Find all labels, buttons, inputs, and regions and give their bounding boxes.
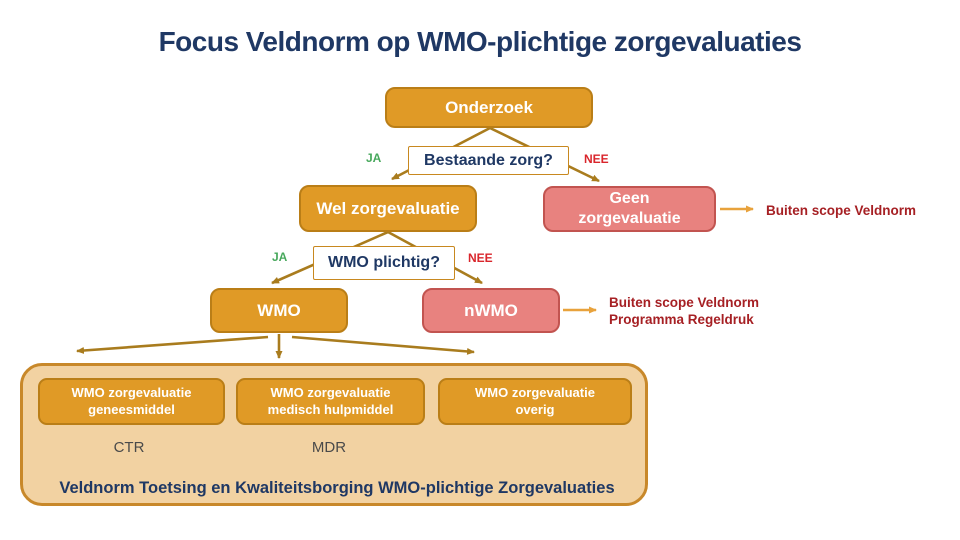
node-geen-zorgevaluatie: Geen zorgevaluatie: [543, 186, 716, 232]
node-wmo-geneesmiddel: WMO zorgevaluatie geneesmiddel: [38, 378, 225, 425]
annotation-buiten-scope-1: Buiten scope Veldnorm: [766, 203, 917, 218]
node-geen-line2: zorgevaluatie: [578, 210, 681, 227]
label-ja-1: JA: [366, 151, 382, 165]
node-wmo: WMO: [210, 288, 348, 333]
node-wmo-hulpmiddel-line1: WMO zorgevaluatie: [270, 385, 391, 401]
annotation-buiten-scope-2-line1: Buiten scope Veldnorm: [609, 295, 760, 310]
node-wmo-geneesmiddel-line2: geneesmiddel: [88, 401, 175, 417]
decision-wmo-plichtig: WMO plichtig?: [313, 246, 455, 280]
annotation-buiten-scope-2-line2: Programma Regeldruk: [609, 311, 754, 327]
tag-mdr: MDR: [311, 439, 347, 456]
node-wmo-geneesmiddel-line1: WMO zorgevaluatie: [71, 385, 192, 401]
decision-bestaande-zorg-label: Bestaande zorg?: [424, 151, 553, 169]
label-nee-1: NEE: [584, 152, 609, 166]
node-wmo-hulpmiddel-line2: medisch hulpmiddel: [267, 401, 394, 417]
node-wel-zorgevaluatie-label: Wel zorgevaluatie: [316, 198, 460, 218]
page-title: Focus Veldnorm op WMO-plichtige zorgeval…: [158, 26, 802, 57]
node-wmo-hulpmiddel: WMO zorgevaluatie medisch hulpmiddel: [236, 378, 425, 425]
label-nee-2: NEE: [468, 251, 493, 265]
panel-caption: Veldnorm Toetsing en Kwaliteitsborging W…: [59, 479, 615, 497]
node-wmo-overig-line2: overig: [515, 401, 555, 417]
decision-bestaande-zorg: Bestaande zorg?: [408, 146, 569, 175]
arrow-wmo-right: [291, 335, 475, 355]
node-onderzoek: Onderzoek: [385, 87, 593, 128]
node-nwmo: nWMO: [422, 288, 560, 333]
node-nwmo-label: nWMO: [464, 300, 518, 320]
node-wel-zorgevaluatie: Wel zorgevaluatie: [299, 185, 477, 232]
annotation-buiten-scope-2: Buiten scope Veldnorm Programma Regeldru…: [609, 295, 759, 329]
node-onderzoek-label: Onderzoek: [445, 97, 533, 117]
node-wmo-overig-line1: WMO zorgevaluatie: [475, 385, 595, 401]
arrow-wmo-left: [76, 335, 269, 354]
tag-ctr: CTR: [113, 439, 145, 456]
node-wmo-label: WMO: [257, 300, 301, 320]
node-wmo-overig: WMO zorgevaluatie overig: [438, 378, 632, 425]
node-geen-line1: Geen: [609, 190, 650, 207]
panel-veldnorm: WMO zorgevaluatie geneesmiddel WMO zorge…: [20, 363, 648, 506]
decision-wmo-plichtig-label: WMO plichtig?: [328, 254, 440, 271]
label-ja-2: JA: [272, 250, 288, 264]
